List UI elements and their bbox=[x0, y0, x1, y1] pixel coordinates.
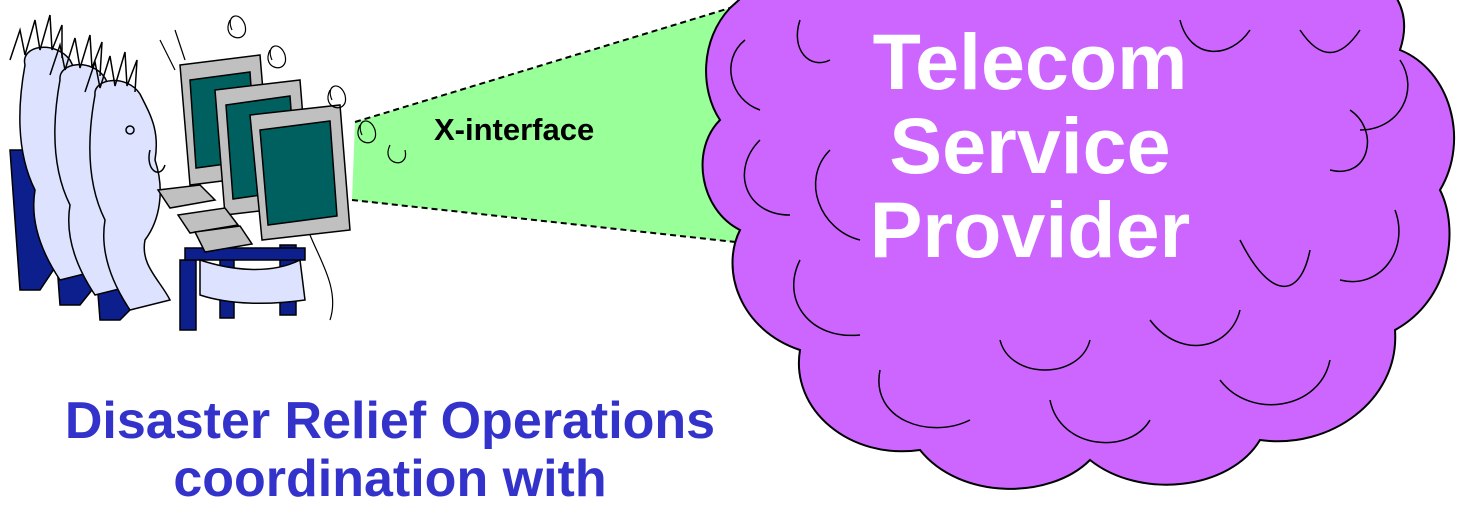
person-3 bbox=[89, 79, 172, 311]
telecom-provider-cloud bbox=[701, 0, 1455, 490]
x-interface-label: X-interface bbox=[434, 112, 595, 147]
x-interface-beam bbox=[351, 0, 791, 249]
monitor-icon bbox=[179, 54, 351, 241]
operators-clipart bbox=[9, 14, 407, 331]
telecom-provider-label: Telecom Service Provider bbox=[869, 17, 1191, 274]
operations-caption: Disaster Relief Operations coordination … bbox=[64, 392, 716, 508]
keyboard-icon bbox=[156, 184, 254, 253]
